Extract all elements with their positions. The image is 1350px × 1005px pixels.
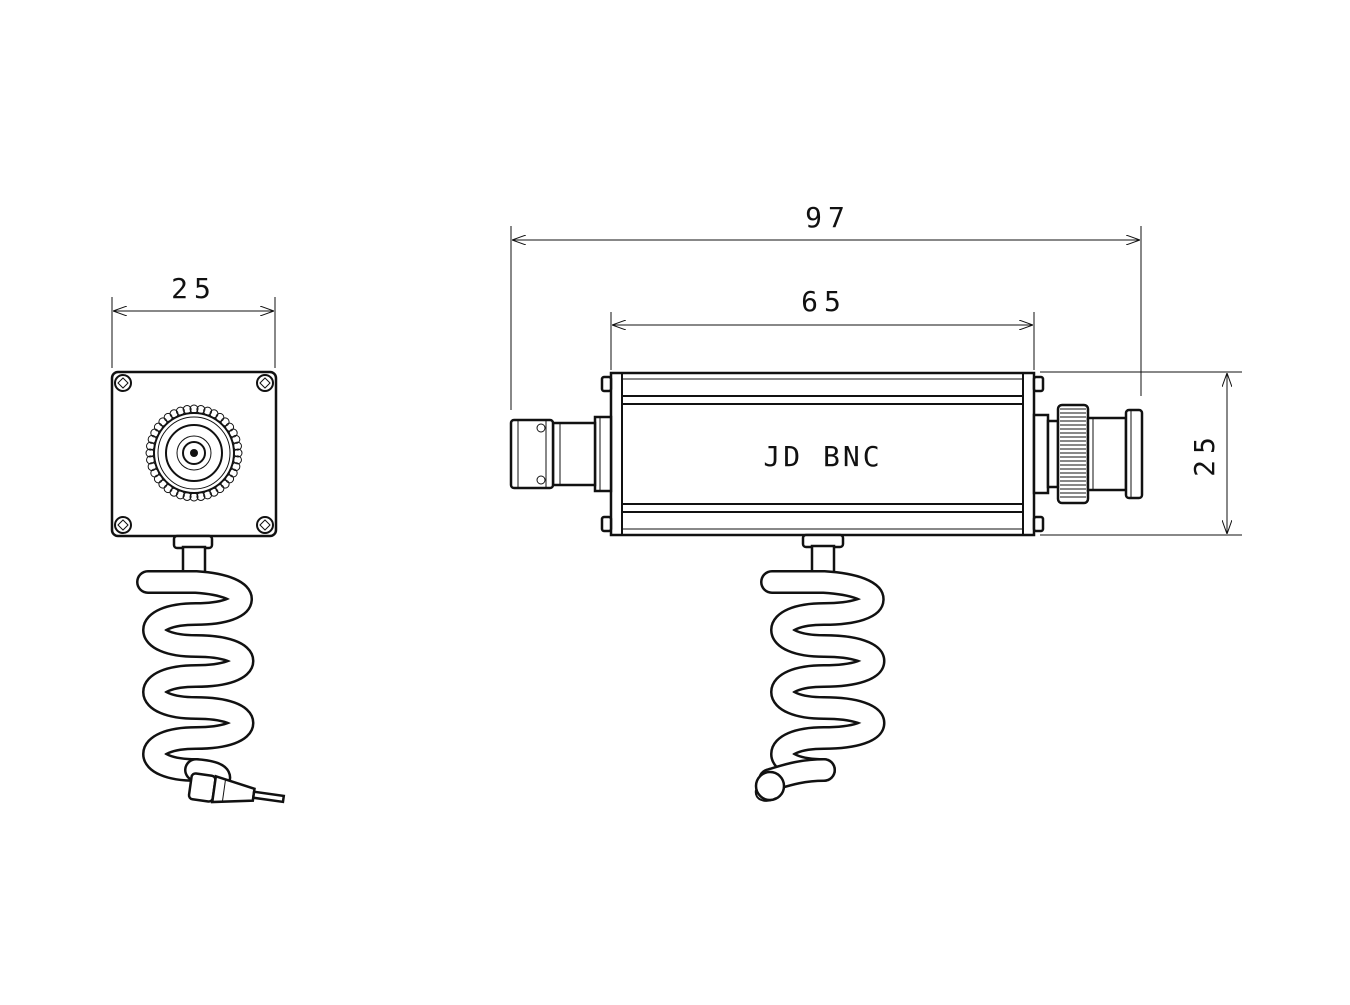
bnc-connector-face-icon [145, 404, 243, 502]
body-length-dimension: 65 [610, 285, 1035, 370]
corner-screw-icon [114, 374, 274, 534]
body-label: JD BNC [763, 440, 882, 473]
body-length-label: 65 [801, 285, 847, 318]
side-coiled-cord [754, 570, 886, 802]
left-bnc-connector-icon [509, 415, 613, 493]
front-width-label: 25 [171, 272, 217, 305]
probe-tip-icon [187, 772, 286, 804]
height-dimension: 25 [1040, 371, 1242, 536]
side-body: JD BNC [600, 371, 1045, 537]
front-width-dimension: 25 [111, 272, 276, 368]
right-bnc-connector-icon [1032, 403, 1144, 505]
height-label: 25 [1188, 431, 1221, 477]
front-coiled-cord [136, 570, 255, 798]
overall-length-label: 97 [805, 201, 851, 234]
overall-length-dimension: 97 [510, 201, 1142, 410]
side-view: 97 65 25 [509, 201, 1242, 802]
front-view: 25 [110, 272, 286, 804]
